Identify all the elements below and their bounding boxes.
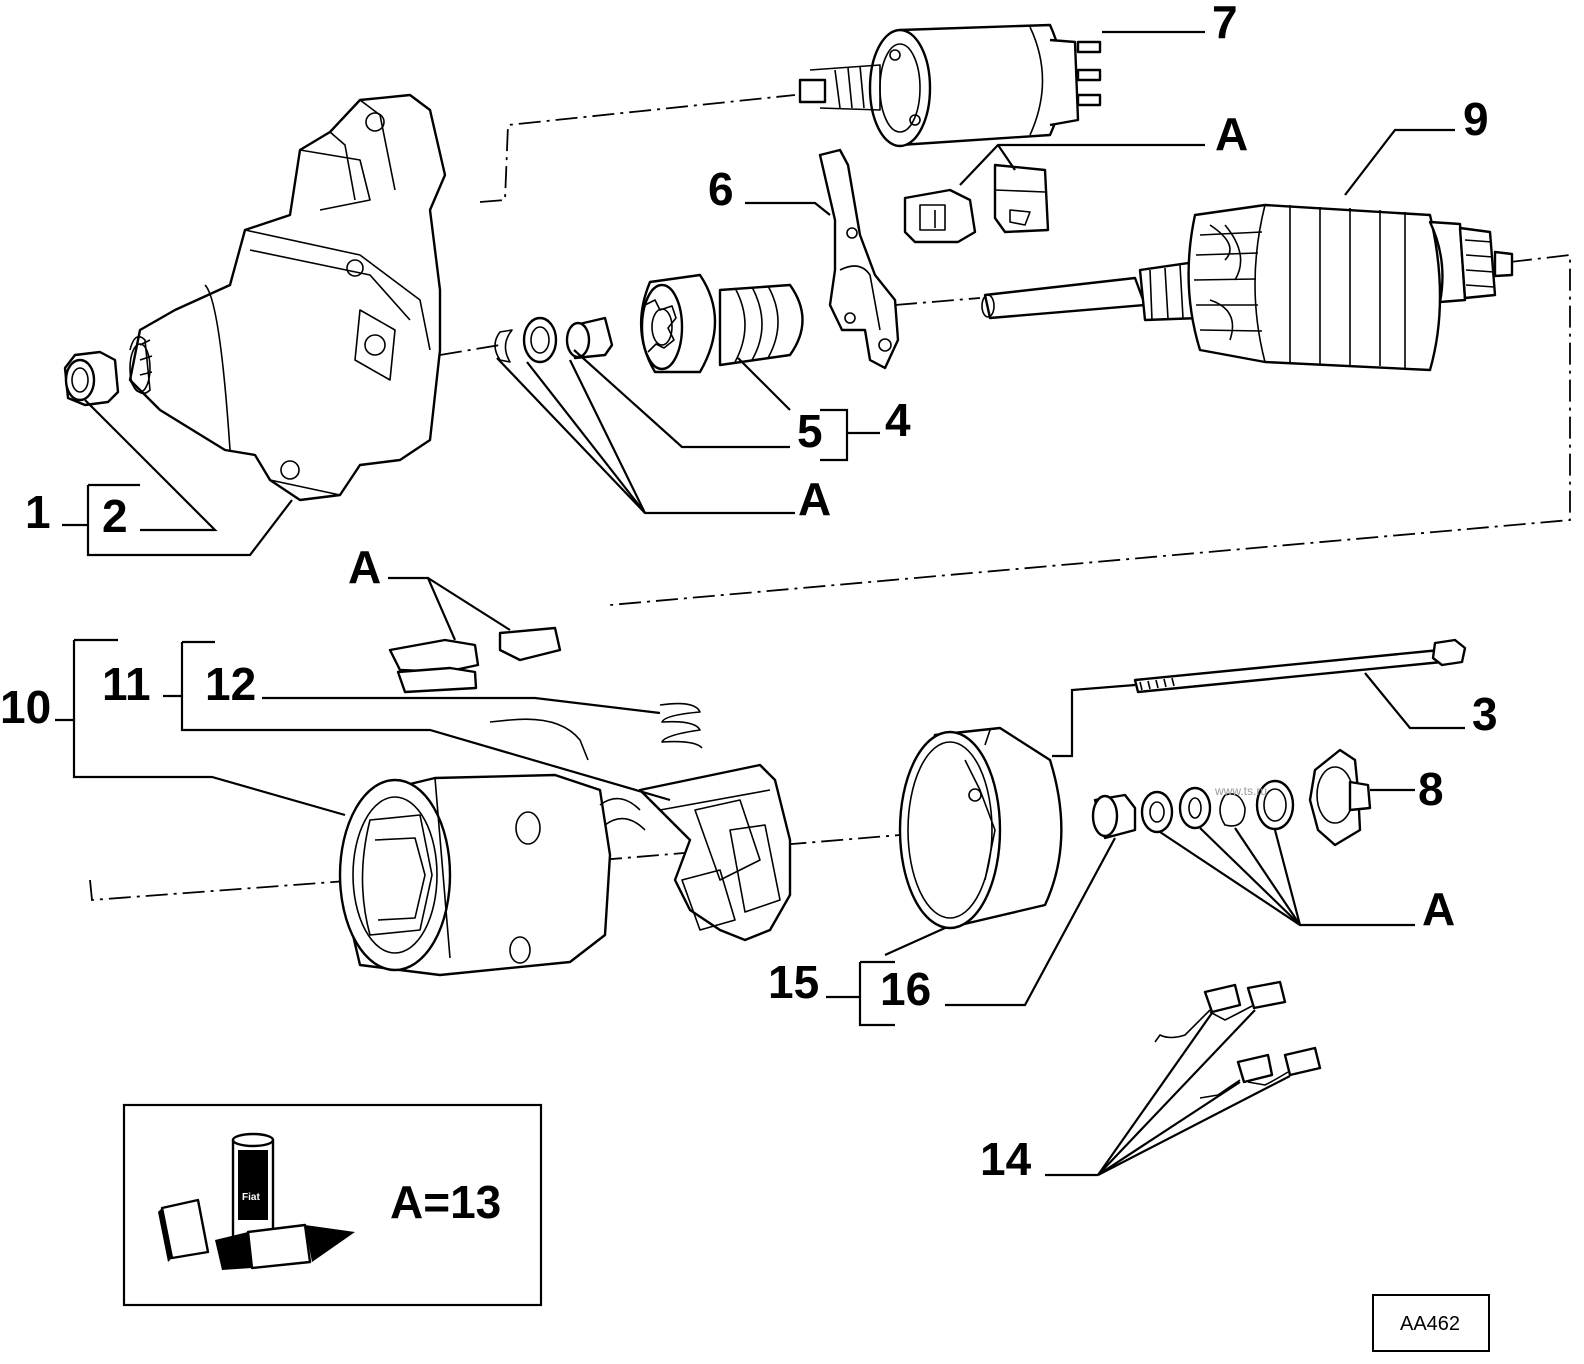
reference-code-box: AA462 [1372,1294,1490,1352]
product-brand-label: Fiat [242,1192,260,1203]
callout-4: 4 [885,394,911,446]
solenoid-plunger-parts [903,163,1050,244]
callout-5: 5 [797,405,823,457]
callout-a-brushes: A [348,541,381,593]
callout-10: 10 [0,681,51,733]
legend-equation: A=13 [390,1176,501,1228]
commutator-end-cover [898,726,1063,930]
watermark: www.ts.ru [1214,784,1267,798]
field-frame-yoke [338,773,612,977]
leader-lines [55,30,1465,1177]
callout-a-bushings: A [798,473,831,525]
drive-end-bushing [63,350,120,407]
lubricant-product-icon: Fiat [158,1132,355,1270]
callout-3: 3 [1472,688,1498,740]
callout-a-washers: A [1422,883,1455,935]
callout-11: 11 [102,658,151,710]
drive-pinion-clutch [640,273,804,374]
drive-end-housing [128,93,447,502]
reference-code: AA462 [1400,1313,1460,1335]
callout-16: 16 [880,963,931,1015]
armature [981,203,1514,372]
brush-set [1154,980,1322,1099]
brush-holder-plate [599,763,792,942]
callout-15: 15 [768,956,819,1008]
callout-1: 1 [25,486,51,538]
callout-7: 7 [1212,0,1238,48]
callout-6: 6 [708,163,734,215]
shift-fork-lever [818,148,900,370]
callout-2: 2 [102,490,128,542]
callout-14: 14 [980,1133,1032,1185]
callout-12: 12 [205,658,256,710]
legend-box: Fiat A=13 [122,1103,543,1307]
through-bolt [1133,638,1467,694]
brush-parts [388,626,562,694]
solenoid-switch [798,23,1102,148]
bushing-rings [494,316,614,364]
callout-9: 9 [1463,93,1489,145]
callout-a-top: A [1215,108,1248,160]
callout-labels: 7 A 9 6 5 4 A 1 2 A 10 11 12 3 8 A 15 16… [0,0,1498,1185]
brush-spring [489,702,703,761]
callout-8: 8 [1418,763,1444,815]
end-cap-washers [1091,748,1372,847]
